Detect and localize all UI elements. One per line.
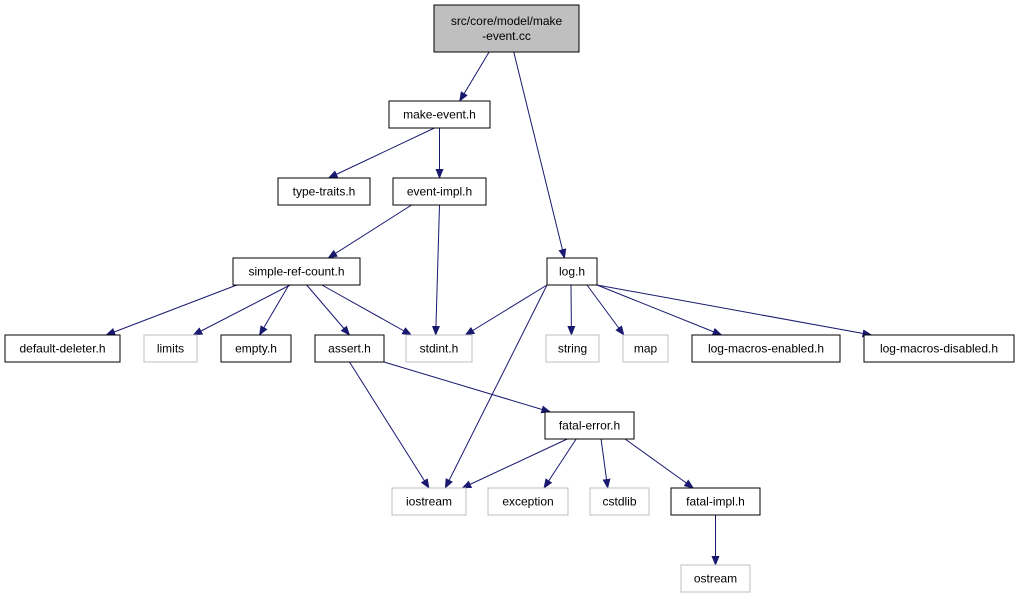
node-box bbox=[392, 177, 487, 206]
node-limits: limits bbox=[143, 334, 198, 363]
node-box bbox=[391, 487, 467, 516]
node-label: empty.h bbox=[235, 342, 277, 356]
node-label: exception bbox=[502, 495, 553, 509]
node-label: log-macros-enabled.h bbox=[708, 342, 824, 356]
node-box bbox=[545, 334, 600, 363]
node-type-traits-h[interactable]: type-traits.h bbox=[277, 177, 371, 206]
edge-fatal-error-h-to-iostream bbox=[461, 438, 568, 489]
node-ostream: ostream bbox=[680, 564, 751, 593]
node-label: type-traits.h bbox=[293, 185, 356, 199]
node-box bbox=[589, 487, 650, 516]
node-box bbox=[314, 334, 385, 363]
node-box bbox=[405, 334, 473, 363]
node-cstdlib: cstdlib bbox=[589, 487, 650, 516]
node-default-deleter-h[interactable]: default-deleter.h bbox=[4, 334, 121, 363]
node-fatal-impl-h[interactable]: fatal-impl.h bbox=[670, 487, 761, 516]
node-map: map bbox=[622, 334, 669, 363]
edge-log-h-to-log-macros-disabled-h bbox=[596, 284, 873, 338]
edge-log-h-to-log-macros-enabled-h bbox=[596, 284, 723, 336]
node-label: log-macros-disabled.h bbox=[880, 342, 998, 356]
node-label: string bbox=[558, 342, 587, 356]
edge-make-event-cc-to-make-event-h bbox=[459, 51, 490, 102]
node-label: limits bbox=[157, 342, 184, 356]
node-box bbox=[622, 334, 669, 363]
node-label: ostream bbox=[694, 572, 737, 586]
edge-simple-ref-count-h-to-assert-h bbox=[306, 284, 351, 336]
node-log-macros-disabled-h[interactable]: log-macros-disabled.h bbox=[863, 334, 1015, 363]
node-iostream: iostream bbox=[391, 487, 467, 516]
node-box bbox=[220, 334, 292, 363]
edge-event-impl-h-to-simple-ref-count-h bbox=[327, 204, 412, 259]
node-assert-h[interactable]: assert.h bbox=[314, 334, 385, 363]
edge-simple-ref-count-h-to-limits bbox=[192, 284, 291, 336]
node-label: make-event.h bbox=[403, 108, 476, 122]
node-label: assert.h bbox=[328, 342, 371, 356]
node-box bbox=[433, 4, 580, 53]
edge-log-h-to-stdint-h bbox=[464, 284, 548, 336]
node-box bbox=[546, 257, 598, 286]
node-label: event-impl.h bbox=[407, 185, 472, 199]
node-box bbox=[143, 334, 198, 363]
edge-simple-ref-count-h-to-stdint-h bbox=[321, 284, 413, 336]
edge-log-h-to-iostream bbox=[444, 284, 548, 489]
node-box bbox=[670, 487, 761, 516]
node-exception: exception bbox=[487, 487, 569, 516]
node-simple-ref-count-h[interactable]: simple-ref-count.h bbox=[232, 257, 361, 286]
node-label: log.h bbox=[559, 265, 585, 279]
node-string: string bbox=[545, 334, 600, 363]
edge-simple-ref-count-h-to-default-deleter-h bbox=[105, 284, 237, 336]
node-label: fatal-error.h bbox=[559, 419, 620, 433]
nodes-layer: src/core/model/make-event.cc make-event.h… bbox=[4, 4, 1015, 593]
edge-assert-h-to-fatal-error-h bbox=[383, 361, 552, 414]
node-label: cstdlib bbox=[602, 495, 636, 509]
node-box bbox=[232, 257, 361, 286]
edge-assert-h-to-iostream bbox=[349, 361, 430, 489]
node-make-event-h[interactable]: make-event.h bbox=[388, 100, 491, 129]
node-fatal-error-h[interactable]: fatal-error.h bbox=[544, 411, 635, 440]
node-label: iostream bbox=[406, 495, 452, 509]
edge-make-event-cc-to-log-h bbox=[513, 51, 567, 259]
edge-make-event-h-to-type-traits-h bbox=[327, 127, 435, 179]
node-label: default-deleter.h bbox=[19, 342, 105, 356]
node-box bbox=[544, 411, 635, 440]
node-box bbox=[691, 334, 841, 363]
edge-fatal-error-h-to-exception bbox=[543, 438, 577, 489]
edges-layer bbox=[105, 51, 873, 566]
node-log-macros-enabled-h[interactable]: log-macros-enabled.h bbox=[691, 334, 841, 363]
edge-fatal-error-h-to-fatal-impl-h bbox=[624, 438, 695, 489]
node-box bbox=[4, 334, 121, 363]
node-box bbox=[680, 564, 751, 593]
node-label: fatal-impl.h bbox=[686, 495, 745, 509]
node-stdint-h: stdint.h bbox=[405, 334, 473, 363]
node-box bbox=[863, 334, 1015, 363]
node-empty-h[interactable]: empty.h bbox=[220, 334, 292, 363]
node-label: map bbox=[634, 342, 658, 356]
edge-simple-ref-count-h-to-empty-h bbox=[258, 284, 290, 336]
node-box bbox=[277, 177, 371, 206]
node-label: stdint.h bbox=[420, 342, 459, 356]
node-event-impl-h[interactable]: event-impl.h bbox=[392, 177, 487, 206]
node-log-h[interactable]: log.h bbox=[546, 257, 598, 286]
edge-log-h-to-map bbox=[586, 284, 625, 336]
edge-event-impl-h-to-stdint-h bbox=[431, 204, 440, 336]
node-label: src/core/model/make bbox=[451, 14, 563, 28]
node-make-event-cc[interactable]: src/core/model/make-event.cc bbox=[433, 4, 580, 53]
node-box bbox=[487, 487, 569, 516]
edge-fatal-error-h-to-cstdlib bbox=[600, 438, 611, 489]
node-label: -event.cc bbox=[482, 29, 531, 43]
node-label: simple-ref-count.h bbox=[248, 265, 344, 279]
node-box bbox=[388, 100, 491, 129]
